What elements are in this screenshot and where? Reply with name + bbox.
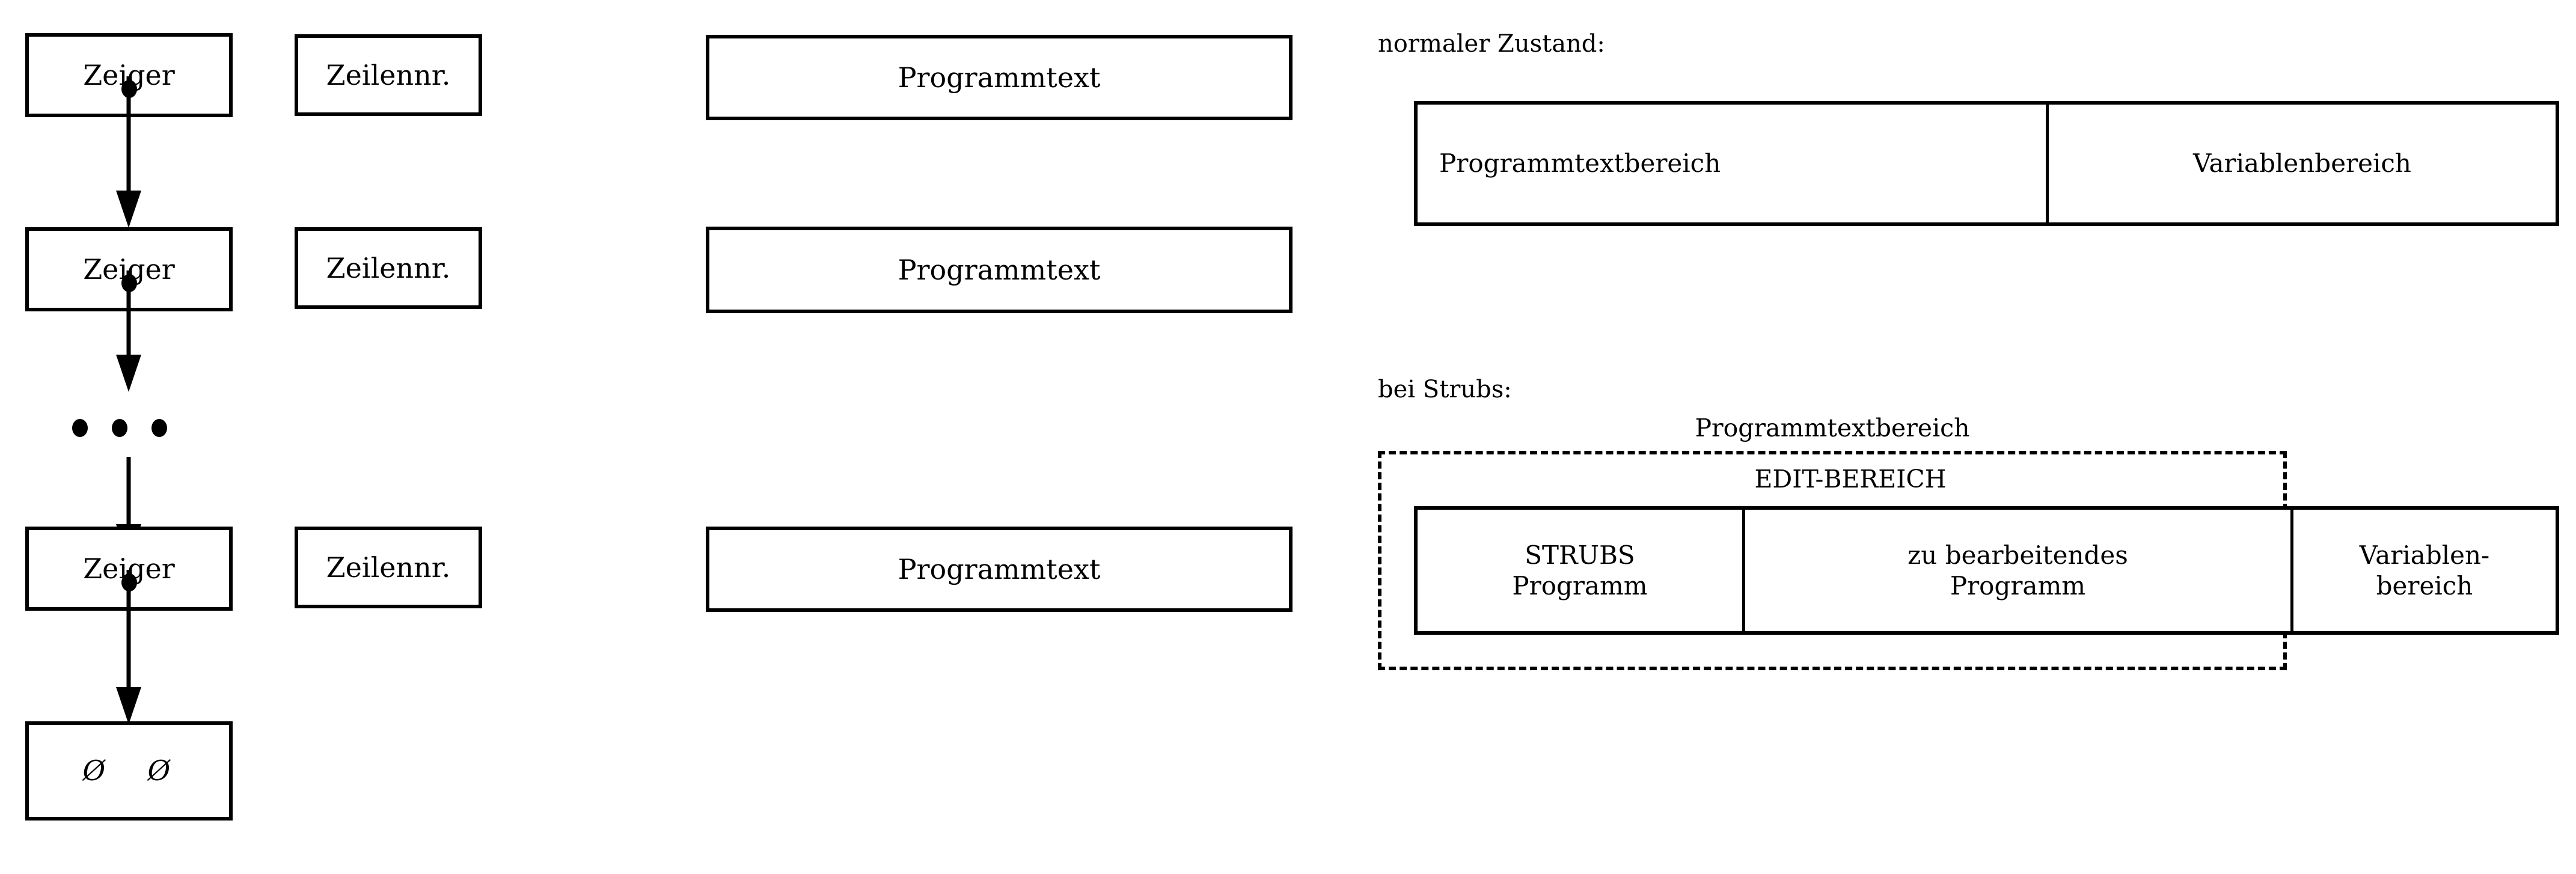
- edited-program-cell: zu bearbeitendes Programm: [1742, 510, 2290, 631]
- ellipsis-dot: [151, 419, 167, 437]
- null-terminator-box: Ø Ø: [25, 721, 233, 821]
- program-text-box-label: Programmtext: [898, 253, 1101, 286]
- strubs-program-cell: STRUBS Programm: [1418, 510, 1742, 631]
- ellipsis-dots: [72, 419, 167, 437]
- ellipsis-dot: [112, 419, 127, 437]
- normal-programtext-label: Programmtextbereich: [1439, 148, 1721, 179]
- line-number-box-row-2: Zeilennr.: [295, 227, 482, 309]
- program-text-box-label: Programmtext: [898, 61, 1101, 94]
- normal-variable-label: Variablenbereich: [2193, 148, 2411, 179]
- normal-programtext-cell: Programmtextbereich: [1418, 105, 2046, 222]
- program-text-box-row-2: Programmtext: [706, 227, 1293, 313]
- null-left-symbol: Ø: [82, 754, 111, 787]
- program-text-box-row-1: Programmtext: [706, 35, 1293, 120]
- strubs-program-label: STRUBS Programm: [1512, 540, 1648, 600]
- null-right-symbol: Ø: [147, 754, 176, 787]
- line-number-box-row-3: Zeilennr.: [295, 527, 482, 608]
- normal-state-memory-row: Programmtextbereich Variablenbereich: [1414, 101, 2559, 226]
- line-number-box-label: Zeilennr.: [326, 251, 451, 284]
- edit-bereich-label: EDIT-BEREICH: [1754, 465, 1947, 494]
- line-number-box-label: Zeilennr.: [326, 58, 451, 91]
- strubs-variable-cell: Variablen- bereich: [2290, 510, 2556, 631]
- strubs-state-caption: bei Strubs:: [1378, 376, 1512, 403]
- ellipsis-dot: [72, 419, 88, 437]
- strubs-variable-label: Variablen- bereich: [2359, 540, 2490, 600]
- program-text-box-label: Programmtext: [898, 552, 1101, 585]
- line-number-box-row-1: Zeilennr.: [295, 34, 482, 116]
- strubs-state-memory-row: STRUBS Programm zu bearbeitendes Program…: [1414, 506, 2559, 635]
- edited-program-label: zu bearbeitendes Programm: [1908, 540, 2128, 600]
- program-text-box-row-3: Programmtext: [706, 527, 1293, 612]
- strubs-region-label: Programmtextbereich: [1695, 414, 1970, 442]
- normal-state-caption: normaler Zustand:: [1378, 30, 1605, 58]
- line-number-box-label: Zeilennr.: [326, 551, 451, 584]
- normal-variable-cell: Variablenbereich: [2046, 105, 2556, 222]
